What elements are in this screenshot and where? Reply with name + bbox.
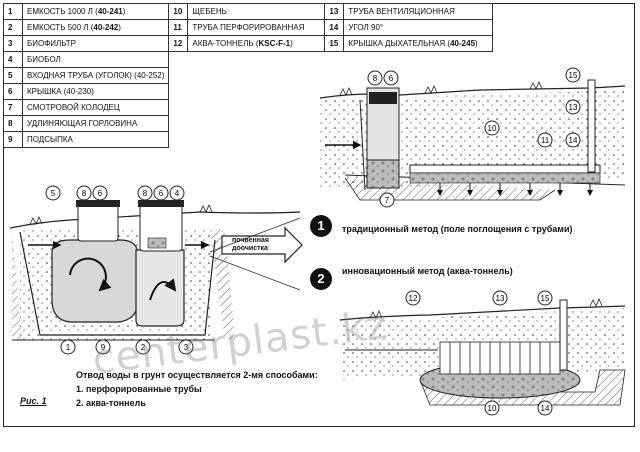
callout-bot-13: 13 — [496, 294, 505, 303]
grass-decor — [29, 80, 603, 319]
aqua-tunnel — [439, 341, 561, 375]
method-1-badge: 1 — [310, 215, 332, 237]
method-2-badge: 2 — [310, 268, 332, 290]
callout-2: 2 — [141, 343, 146, 352]
legend-label: АКВА-ТОННЕЛЬ (KSC-F-1) — [187, 35, 326, 52]
method-1-label: традиционный метод (поле поглощения с тр… — [342, 224, 573, 234]
method-2-label: инновационный метод (аква-тоннель) — [342, 266, 513, 276]
callout-top-6: 6 — [389, 74, 394, 83]
callout-bot-10: 10 — [488, 404, 497, 413]
legend-label: ПОДСЫПКА — [21, 131, 170, 148]
main-septic-section: 5 8 6 8 6 4 1 9 2 3 — [9, 185, 301, 355]
method-2-section: 12 13 15 10 14 — [339, 290, 626, 416]
legend-label: КРЫШКА ДЫХАТЕЛЬНАЯ (40-245) — [343, 35, 494, 52]
callout-top-15: 15 — [569, 71, 578, 80]
figure-number: Рис. 1 — [20, 396, 47, 406]
callout-bot-14: 14 — [541, 404, 550, 413]
caption-item-2: 2. аква-тоннель — [76, 398, 146, 408]
callout-6b: 6 — [159, 189, 164, 198]
caption-item-1: 1. перфорированные трубы — [76, 384, 202, 394]
callout-top-14: 14 — [569, 136, 578, 145]
callout-8b: 8 — [143, 189, 148, 198]
callout-8a: 8 — [82, 189, 87, 198]
callout-top-10: 10 — [488, 124, 497, 133]
callout-bot-15: 15 — [541, 294, 550, 303]
callout-top-8: 8 — [373, 74, 378, 83]
soil-arrow-label: почвенная доочистка — [232, 237, 269, 252]
callout-top-13: 13 — [569, 103, 578, 112]
callout-6a: 6 — [98, 189, 103, 198]
method-1-section: 8 6 15 13 10 11 14 7 — [319, 67, 626, 208]
callout-3: 3 — [184, 343, 189, 352]
callout-1: 1 — [66, 343, 71, 352]
callout-4: 4 — [175, 189, 180, 198]
caption-title: Отвод воды в грунт осуществляется 2-мя с… — [76, 370, 318, 380]
callout-9: 9 — [101, 343, 106, 352]
soil-treatment-arrow — [221, 226, 303, 264]
callout-5: 5 — [51, 189, 56, 198]
callout-top-7: 7 — [385, 196, 390, 205]
callout-bot-12: 12 — [409, 294, 418, 303]
callout-top-11: 11 — [541, 136, 550, 145]
